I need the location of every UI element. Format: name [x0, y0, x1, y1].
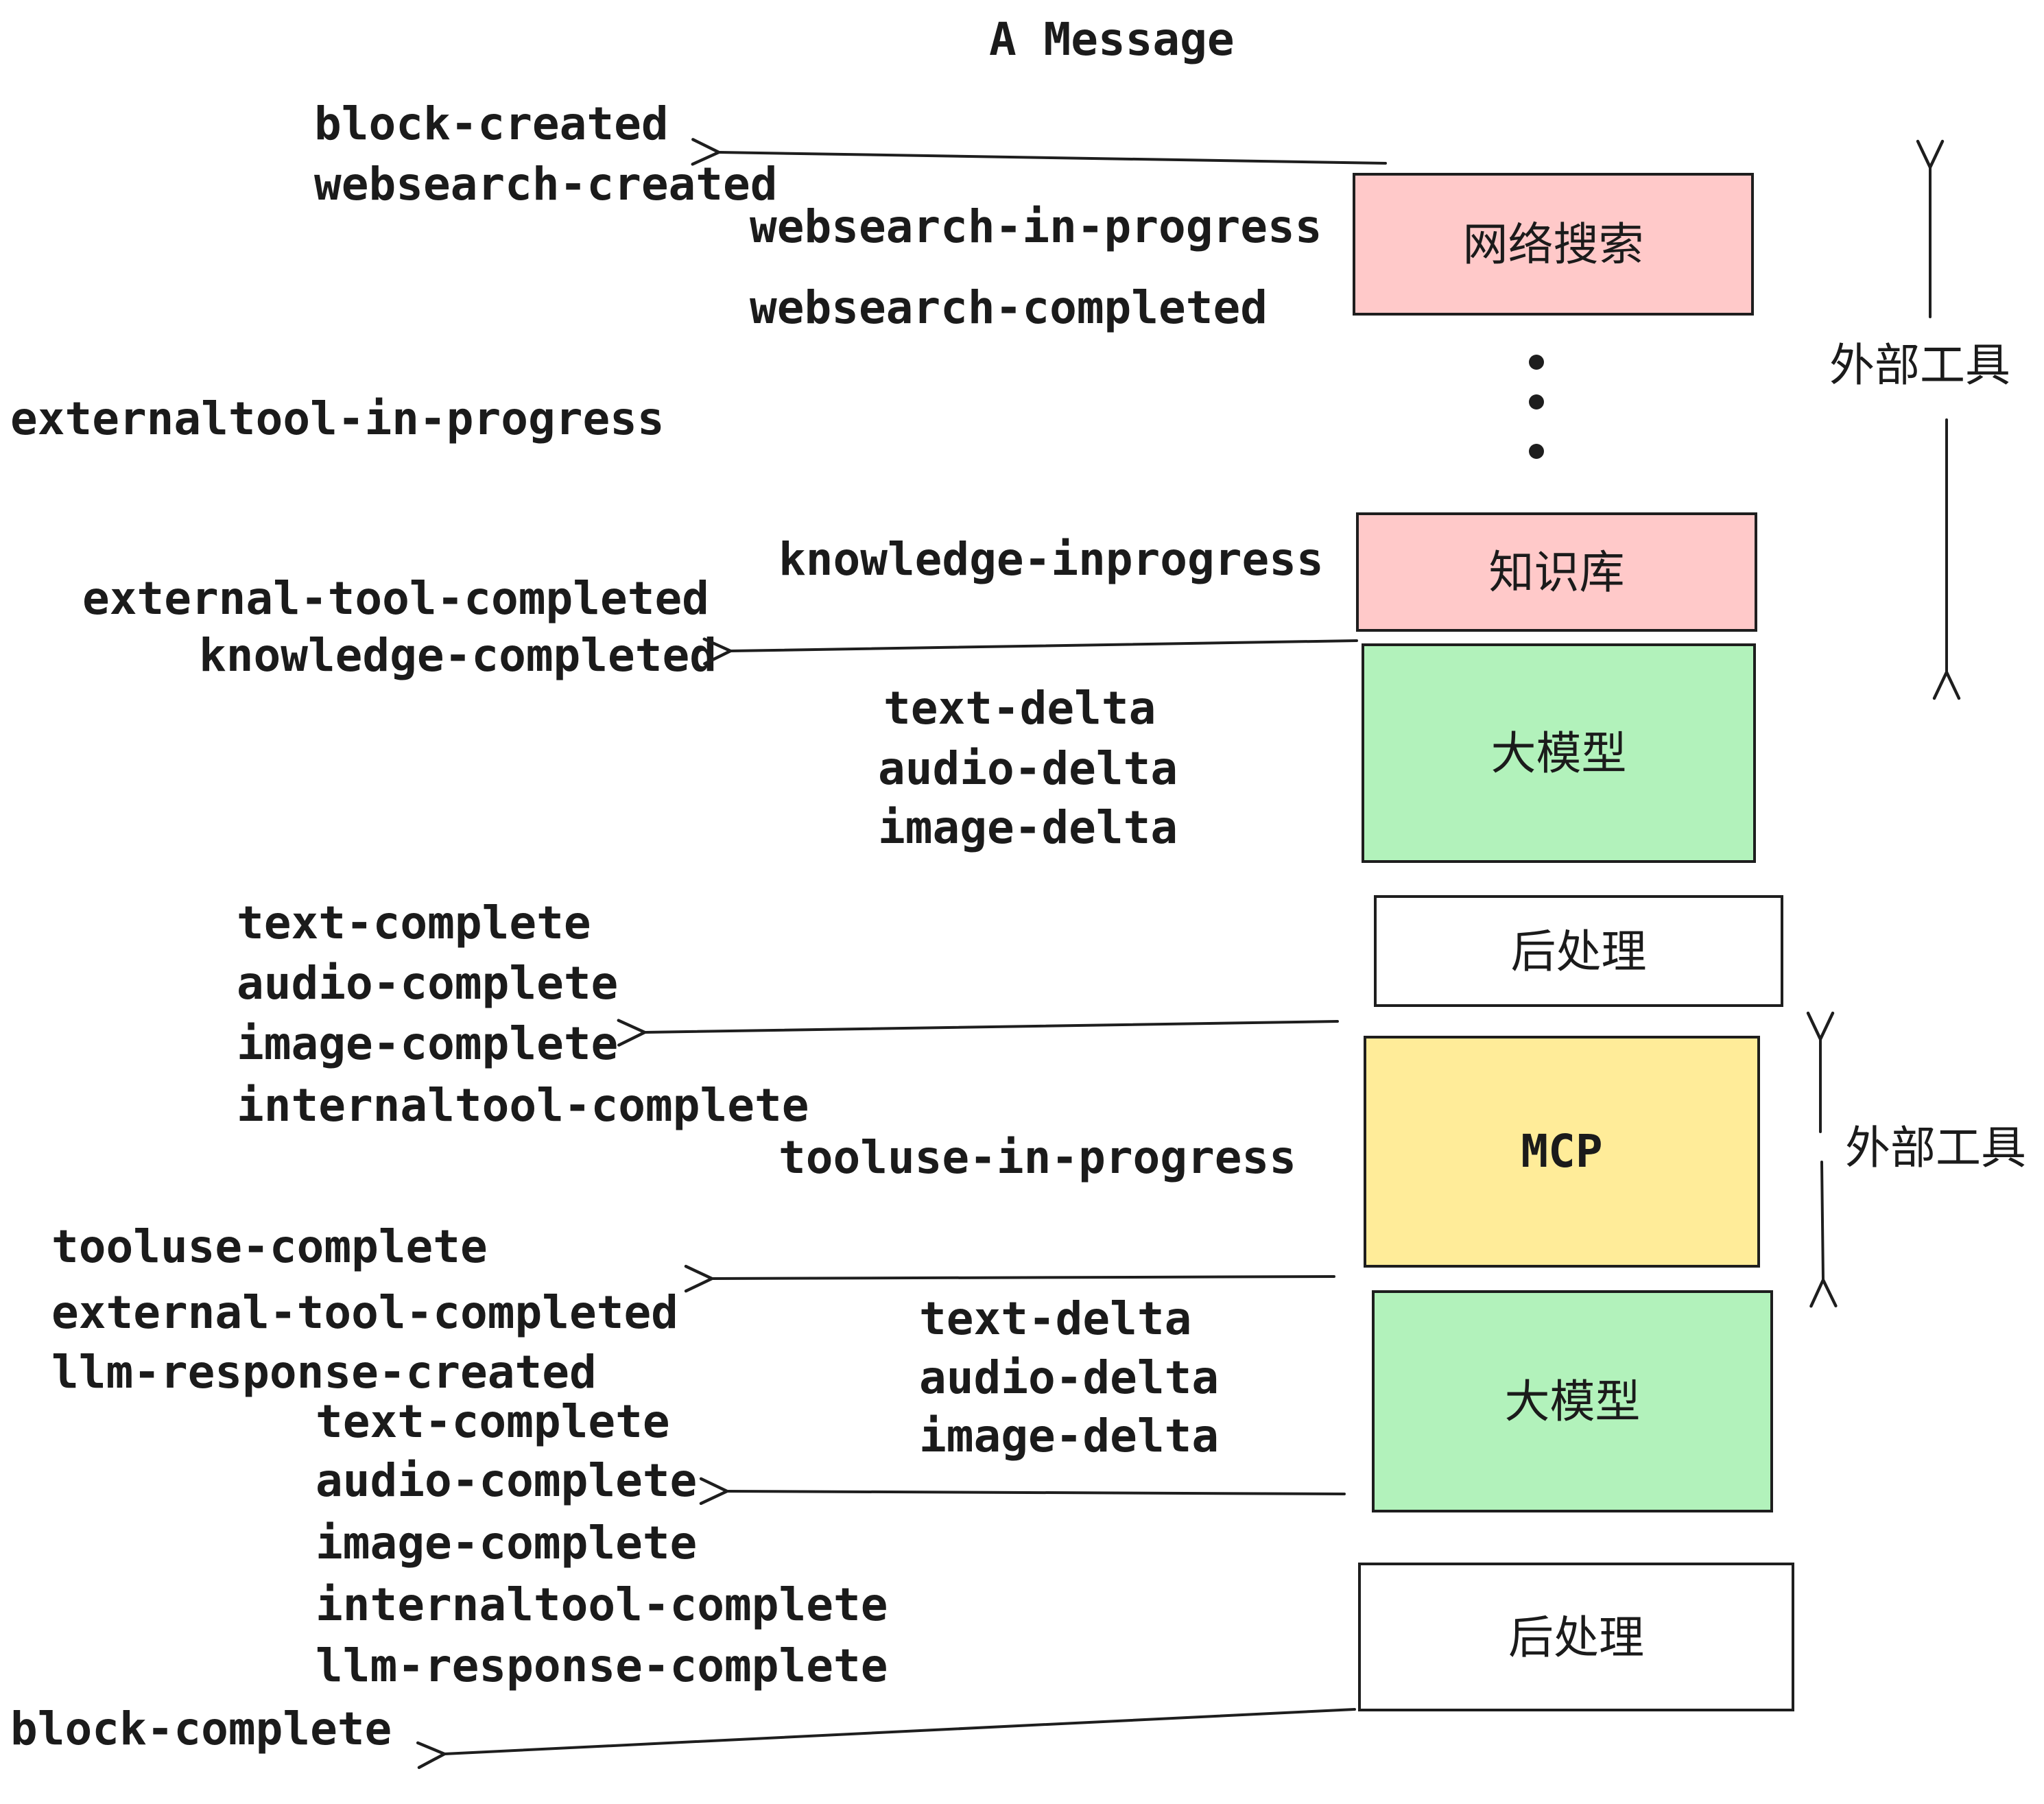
ellipsis-dot [1529, 355, 1544, 370]
arrow-to-block-complete [416, 1708, 1356, 1770]
event-external-tool-completed-2: external-tool-completed [51, 1286, 678, 1339]
annotation-external-tools-2: 外部工具 [1845, 1122, 2026, 1173]
event-websearch-in-progress: websearch-in-progress [750, 200, 1322, 253]
node-llm-1-label: 大模型 [1490, 728, 1627, 779]
event-externaltool-in-progress: externaltool-in-progress [10, 392, 665, 445]
node-postprocess-2-label: 后处理 [1508, 1611, 1644, 1663]
event-tooluse-complete: tooluse-complete [51, 1220, 488, 1273]
annotation-external-tools-1: 外部工具 [1829, 340, 2010, 390]
node-websearch-label: 网络搜索 [1462, 219, 1644, 270]
event-tooluse-in-progress: tooluse-in-progress [779, 1131, 1296, 1184]
event-audio-delta: audio-delta [878, 742, 1178, 795]
event-audio-complete: audio-complete [237, 957, 619, 1010]
event-text-complete: text-complete [237, 897, 591, 949]
ellipsis-dot [1529, 394, 1544, 410]
diagram-title: A Message [989, 13, 1235, 66]
event-block-complete: block-complete [10, 1702, 392, 1755]
event-image-complete: image-complete [237, 1017, 619, 1070]
event-audio-complete-2: audio-complete [316, 1454, 698, 1507]
event-llm-response-created: llm-response-created [51, 1346, 597, 1399]
arrow-to-image-complete [617, 1019, 1339, 1047]
event-image-delta-2: image-delta [919, 1410, 1220, 1462]
event-llm-response-complete: llm-response-complete [316, 1639, 888, 1692]
node-knowledge-base: 知识库 [1356, 512, 1757, 632]
arrow-to-knowledge-completed [702, 637, 1358, 665]
node-mcp-label: MCP [1521, 1125, 1603, 1178]
node-postprocess-1-label: 后处理 [1510, 925, 1647, 977]
node-mcp: MCP [1364, 1036, 1760, 1268]
event-websearch-completed: websearch-completed [750, 281, 1268, 334]
external-tools-2-down-arrow [1809, 1161, 1838, 1308]
node-llm-2: 大模型 [1372, 1290, 1773, 1512]
event-text-delta-2: text-delta [919, 1292, 1192, 1345]
event-block-created: block-created [314, 97, 669, 150]
ellipsis-dot [1529, 444, 1544, 459]
event-knowledge-completed: knowledge-completed [199, 629, 717, 682]
event-external-tool-completed: external-tool-completed [82, 572, 709, 625]
event-image-complete-2: image-complete [316, 1517, 698, 1569]
event-image-delta: image-delta [878, 801, 1178, 854]
event-internaltool-complete: internaltool-complete [237, 1079, 809, 1132]
node-llm-1: 大模型 [1362, 643, 1756, 863]
arrow-to-tooluse-complete [684, 1264, 1335, 1293]
node-knowledge-base-label: 知识库 [1488, 547, 1625, 597]
node-postprocess-2: 后处理 [1358, 1563, 1794, 1711]
event-websearch-created: websearch-created [314, 158, 778, 211]
event-text-complete-2: text-complete [316, 1395, 670, 1448]
ellipsis-dots [1529, 355, 1544, 459]
node-llm-2-label: 大模型 [1504, 1376, 1641, 1427]
event-knowledge-inprogress: knowledge-inprogress [779, 533, 1324, 586]
event-text-delta: text-delta [883, 682, 1156, 735]
node-websearch: 网络搜索 [1353, 173, 1754, 316]
node-postprocess-1: 后处理 [1374, 895, 1783, 1007]
event-internaltool-complete-2: internaltool-complete [316, 1578, 888, 1631]
event-audio-delta-2: audio-delta [919, 1351, 1220, 1404]
arrow-to-audio-complete-2 [699, 1477, 1346, 1506]
arrow-to-block-created [691, 138, 1387, 166]
